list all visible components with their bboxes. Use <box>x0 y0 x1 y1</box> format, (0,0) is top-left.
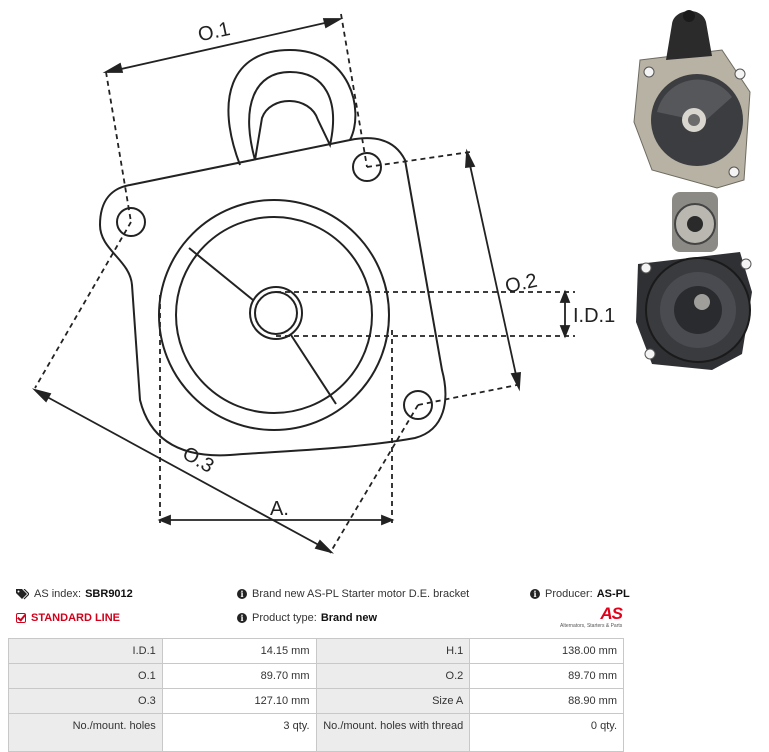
bearing-inner <box>254 291 298 335</box>
spec-label: No./mount. holes with thread <box>315 713 471 752</box>
check-square-icon <box>16 613 26 623</box>
as-index-label: AS index: <box>34 588 82 600</box>
as-pl-logo: AS Alternators, Starters & Parts <box>560 604 626 632</box>
info-icon: i <box>237 589 247 599</box>
spec-label: H.1 <box>315 638 471 664</box>
spec-label: Size A <box>315 688 471 714</box>
logo-mark: AS <box>600 604 623 623</box>
outer-ring <box>158 199 390 431</box>
product-type-value: Brand new <box>320 612 378 624</box>
inner-ring <box>175 216 373 414</box>
mount-hole-left <box>116 207 146 237</box>
as-index-value: SBR9012 <box>85 588 133 600</box>
spec-value: 89.70 mm <box>469 663 624 689</box>
label-o2: O.2 <box>503 270 539 298</box>
as-index: AS index: SBR9012 <box>16 588 133 600</box>
label-o1: O.1 <box>196 18 232 46</box>
spec-value: 89.70 mm <box>161 663 317 689</box>
table-row: O.3 127.10 mm Size A 88.90 mm <box>8 688 624 714</box>
logo-tagline: Alternators, Starters & Parts <box>560 623 623 629</box>
top-lug-inner <box>248 70 335 161</box>
info-icon: i <box>530 589 540 599</box>
spec-value: 0 qty. <box>469 713 624 752</box>
table-row: No./mount. holes 3 qty. No./mount. holes… <box>8 713 624 752</box>
label-id1: I.D.1 <box>573 305 615 327</box>
top-lug-outline <box>227 48 357 166</box>
spec-value: 88.90 mm <box>469 688 624 714</box>
table-row: I.D.1 14.15 mm H.1 138.00 mm <box>8 638 624 664</box>
spec-value: 127.10 mm <box>161 688 317 714</box>
bracket-outline <box>98 137 447 457</box>
mount-hole-top-right <box>352 152 382 182</box>
starter-bracket-front-photo <box>633 10 751 189</box>
starter-bracket-rear-photo <box>636 192 752 370</box>
spec-value: 14.15 mm <box>161 638 317 664</box>
producer-label: Producer: <box>545 588 593 600</box>
product-type: i Product type: Brand new <box>237 612 377 624</box>
spec-value: 3 qty. <box>161 713 317 752</box>
producer-value: AS-PL <box>596 588 630 600</box>
spec-label: O.3 <box>8 688 163 714</box>
standard-line: STANDARD LINE <box>16 612 120 624</box>
technical-drawing: O.1 O.2 O.3 I.D.1 A. <box>31 13 615 554</box>
specs-table: I.D.1 14.15 mm H.1 138.00 mm O.1 89.70 m… <box>8 638 624 752</box>
spec-value: 138.00 mm <box>469 638 624 664</box>
product-description: i Brand new AS-PL Starter motor D.E. bra… <box>237 588 469 600</box>
product-description-text: Brand new AS-PL Starter motor D.E. brack… <box>252 588 470 600</box>
spec-label: No./mount. holes <box>8 713 163 752</box>
bearing-outer <box>249 286 303 340</box>
standard-line-label: STANDARD LINE <box>31 612 121 624</box>
product-type-label: Product type: <box>252 612 317 624</box>
mount-hole-bottom-right <box>403 390 433 420</box>
spec-label: O.1 <box>8 663 163 689</box>
table-row: O.1 89.70 mm O.2 89.70 mm <box>8 663 624 689</box>
tags-icon <box>16 588 29 600</box>
product-photos <box>633 10 752 370</box>
info-icon: i <box>237 613 247 623</box>
spec-label: O.2 <box>315 663 471 689</box>
label-a: A. <box>270 498 289 520</box>
producer: i Producer: AS-PL <box>530 588 630 600</box>
spec-label: I.D.1 <box>8 638 163 664</box>
